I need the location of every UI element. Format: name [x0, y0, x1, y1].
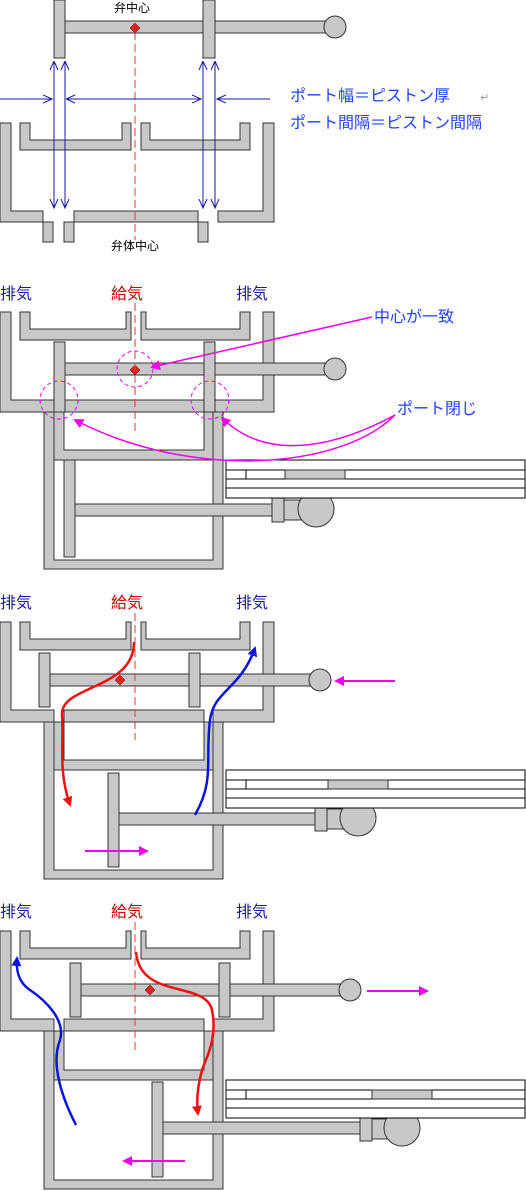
- panel-1-dimension-diagram: 弁中心 ポート幅＝ピストン厚 ↵ ポート間隔＝ピストン間隔 弁体中心: [0, 0, 489, 253]
- valve-body: [0, 930, 275, 1032]
- callout-arrow-center: [150, 316, 373, 371]
- supply-flow-arrow: [134, 951, 215, 1116]
- return-mark: ↵: [480, 91, 489, 104]
- valve-body: [0, 621, 275, 723]
- port-closed-label: ポート閉じ: [397, 399, 477, 418]
- handle-knob-icon: [323, 15, 347, 39]
- exhaust-left-label: 排気: [0, 902, 32, 921]
- exhaust-left-label: 排気: [0, 593, 32, 612]
- exhaust-right-label: 排気: [236, 284, 268, 303]
- cylinder: [43, 721, 377, 880]
- handle-knob-icon: [338, 978, 362, 1002]
- valve-body: [0, 311, 275, 413]
- port-spacing-note: ポート間隔＝ピストン間隔: [290, 113, 482, 132]
- cylinder: [43, 1030, 421, 1190]
- dimension-guides: [0, 62, 270, 208]
- supply-label: 給気: [111, 284, 143, 303]
- spool-assembly: [53, 0, 347, 59]
- piston-rod: [74, 503, 276, 517]
- callout-arrow-port-right: [220, 414, 396, 447]
- slider-rail: [225, 769, 526, 809]
- slider-rail: [225, 1079, 526, 1119]
- supply-flow-arrow: [60, 641, 136, 807]
- spool-assembly: [69, 962, 362, 1018]
- exhaust-right-label: 排気: [236, 902, 268, 921]
- supply-label: 給気: [111, 593, 143, 612]
- piston: [151, 1081, 164, 1178]
- callout-arrow-port-left: [73, 414, 396, 462]
- cylinder: [43, 411, 335, 570]
- center-diamond-icon: [144, 984, 156, 996]
- piston-rod: [118, 812, 320, 826]
- handle-knob-icon: [308, 668, 332, 692]
- center-diamond-icon: [114, 674, 126, 686]
- handle-knob-icon: [323, 357, 347, 381]
- piston: [107, 772, 120, 868]
- valve-body: [0, 122, 275, 243]
- supply-label: 給気: [111, 902, 143, 921]
- spool-assembly: [38, 652, 332, 708]
- center-match-label: 中心が一致: [374, 307, 454, 326]
- port-width-note: ポート幅＝ピストン厚: [290, 86, 450, 105]
- valve-center-label: 弁中心: [114, 0, 150, 15]
- slider-rail: [225, 459, 526, 499]
- panel-2-neutral-position: 排気 給気 排気: [0, 284, 526, 570]
- piston-rod: [162, 1121, 364, 1135]
- exhaust-left-label: 排気: [0, 284, 32, 303]
- panel-4-spool-right: 排気 給気 排気: [0, 902, 526, 1190]
- exhaust-flow-arrow: [11, 956, 78, 1126]
- piston: [63, 459, 76, 558]
- exhaust-right-label: 排気: [236, 593, 268, 612]
- panel-3-spool-left: 排気 給気 排気: [0, 593, 526, 880]
- body-center-label: 弁体中心: [111, 238, 159, 253]
- exhaust-flow-arrow: [193, 646, 258, 816]
